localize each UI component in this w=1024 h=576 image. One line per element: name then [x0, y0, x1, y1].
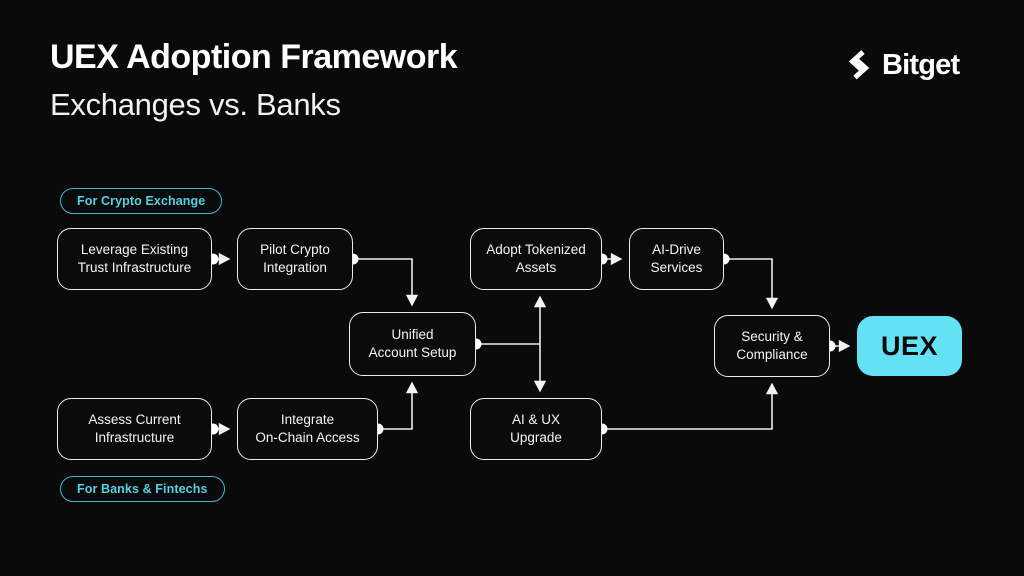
node-label: Leverage Existing Trust Infrastructure [77, 241, 192, 275]
page-subtitle: Exchanges vs. Banks [50, 87, 341, 122]
node-leverage-existing-trust-infrastructure: Leverage Existing Trust Infrastructure [57, 228, 212, 290]
node-security-compliance: Security & Compliance [714, 315, 830, 377]
node-label: UEX [880, 330, 939, 361]
node-label: Adopt Tokenized Assets [486, 241, 586, 275]
edge-aidrive-security [724, 258, 779, 310]
edge-integrate-unified [378, 381, 419, 430]
node-uex: UEX [857, 316, 962, 376]
badge-label: For Crypto Exchange [77, 194, 206, 208]
node-pilot-crypto-integration: Pilot Crypto Integration [237, 228, 353, 290]
node-ai-drive-services: AI-Drive Services [629, 228, 724, 290]
node-adopt-tokenized-assets: Adopt Tokenized Assets [470, 228, 602, 290]
node-label: Integrate On-Chain Access [255, 411, 360, 445]
node-label: Unified Account Setup [368, 326, 457, 360]
brand-name: Bitget [882, 48, 960, 81]
node-integrate-on-chain-access: Integrate On-Chain Access [237, 398, 378, 460]
page-title: UEX Adoption Framework [50, 38, 458, 76]
node-label: Security & Compliance [736, 328, 808, 362]
header: UEX Adoption Framework Exchanges vs. Ban… [50, 38, 458, 123]
node-label: AI & UX Upgrade [510, 411, 562, 445]
badge-for-crypto-exchange: For Crypto Exchange [60, 188, 223, 214]
node-assess-current-infrastructure: Assess Current Infrastructure [57, 398, 212, 460]
edge-aiux-security [602, 382, 779, 430]
node-unified-account-setup: Unified Account Setup [349, 312, 476, 376]
badge-for-banks-fintechs: For Banks & Fintechs [60, 476, 225, 502]
node-label: Pilot Crypto Integration [260, 241, 330, 275]
node-label: Assess Current Infrastructure [88, 411, 181, 445]
edge-pilot-unified [353, 258, 419, 307]
node-label: AI-Drive Services [650, 241, 703, 275]
badge-label: For Banks & Fintechs [77, 482, 208, 496]
bitget-logo: Bitget [843, 48, 960, 82]
bitget-icon [848, 50, 870, 80]
node-ai-ux-upgrade: AI & UX Upgrade [470, 398, 602, 460]
